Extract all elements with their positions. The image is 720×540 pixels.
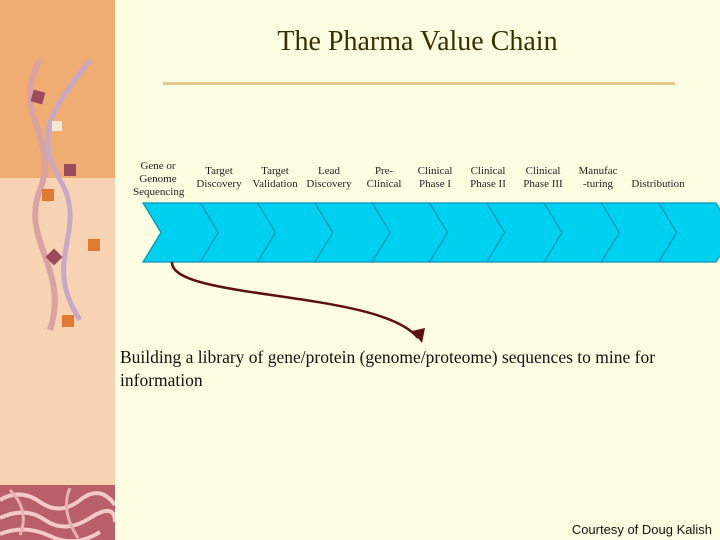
sidebar-top-panel [0, 0, 115, 178]
flow-arrow [170, 261, 419, 339]
stage-description: Building a library of gene/protein (geno… [120, 347, 656, 390]
decorative-sidebar [0, 0, 115, 540]
stage-label-distribution: Distribution [631, 178, 685, 190]
slide-title: The Pharma Value Chain [277, 26, 558, 57]
stage-label-manufacturing: Manufac-turing [578, 165, 618, 190]
chain-segment-distribution [657, 202, 720, 263]
flow-arrow-head [412, 328, 425, 343]
credit-text: Courtesy of Doug Kalish [571, 522, 712, 537]
title-underline [163, 82, 675, 85]
sidebar-bottom-panel [0, 178, 115, 540]
stage-label-pre-clinical: Pre-Clinical [366, 165, 402, 190]
tissue-texture-image [0, 485, 115, 540]
dna-strand-decoration [0, 58, 115, 540]
